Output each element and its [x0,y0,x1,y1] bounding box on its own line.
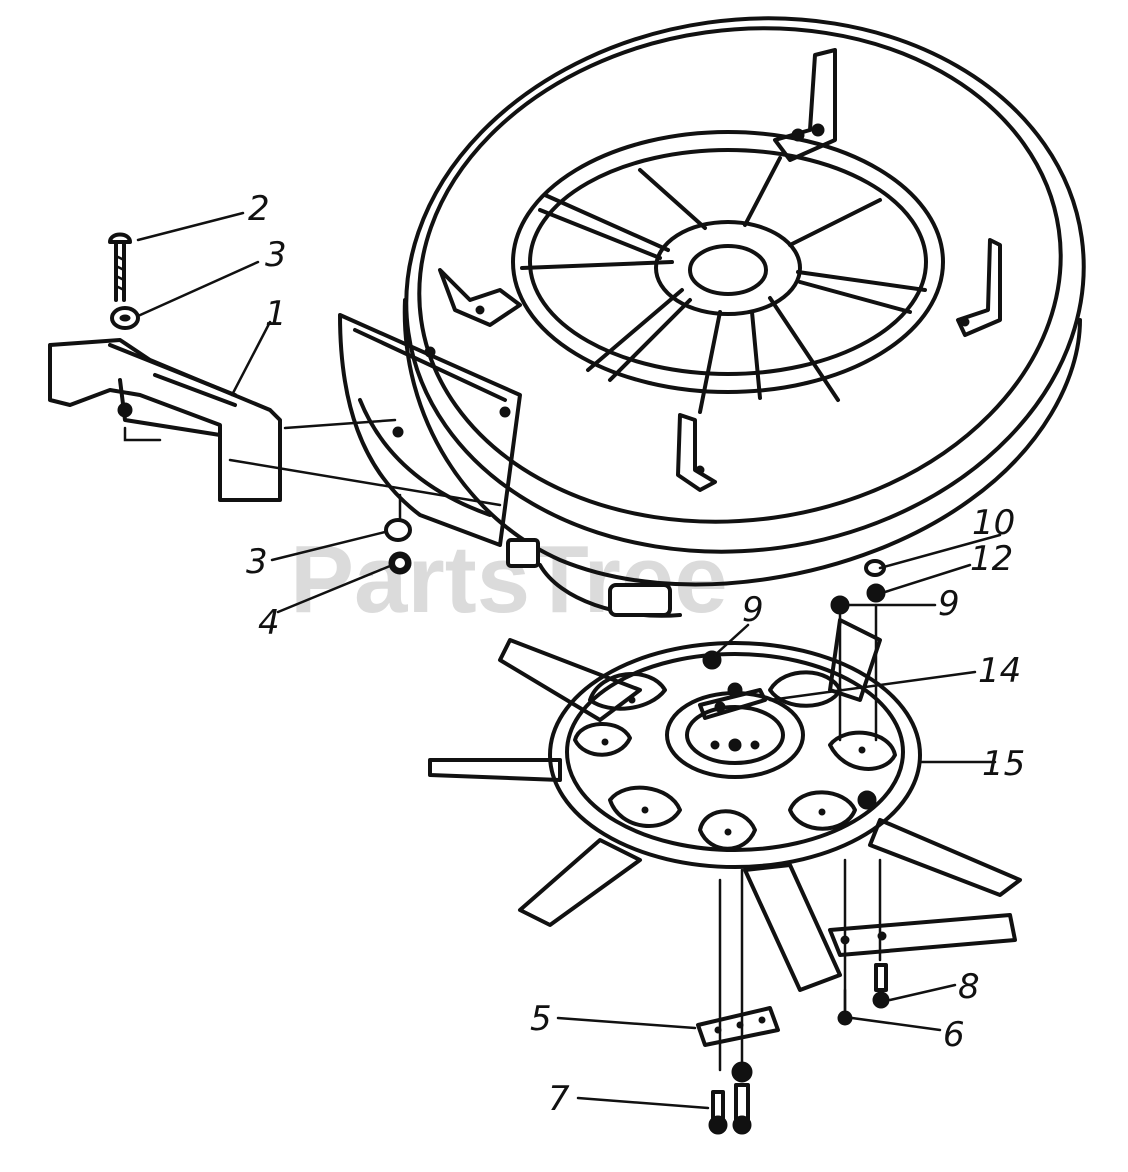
callout-3-lower: 3 [246,542,268,582]
callout-2: 2 [248,189,270,229]
blade-adapter [698,682,767,720]
callout-14: 14 [978,651,1021,691]
callout-5: 5 [530,999,552,1039]
leader-lines [136,211,1002,1110]
callout-12: 12 [970,539,1013,579]
flat-washer [866,583,886,603]
hex-nut-right [830,595,850,615]
deflector-bracket [48,338,502,507]
stiffener-plate [696,1006,780,1047]
bolts-item-7 [708,1061,753,1135]
hex-nut-center [702,650,722,670]
callout-6: 6 [943,1015,965,1055]
callout-9-right: 9 [938,584,960,624]
hex-nut-lower [388,551,412,575]
bolt-item-6 [837,988,853,1026]
callout-15: 15 [982,744,1025,784]
washer-top [110,306,140,330]
callout-7: 7 [548,1079,570,1119]
impeller-assembly [428,618,1022,992]
callout-9-center: 9 [742,590,764,630]
washer-lower [384,518,412,542]
blower-housing [338,16,1086,618]
callout-8: 8 [958,967,980,1007]
callout-10: 10 [972,503,1015,543]
callout-1: 1 [265,294,287,334]
callout-4: 4 [258,603,280,643]
blade-section [828,913,1017,957]
carriage-bolt [108,232,132,302]
bolt-item-8 [872,963,890,1009]
callout-3-upper: 3 [265,235,287,275]
